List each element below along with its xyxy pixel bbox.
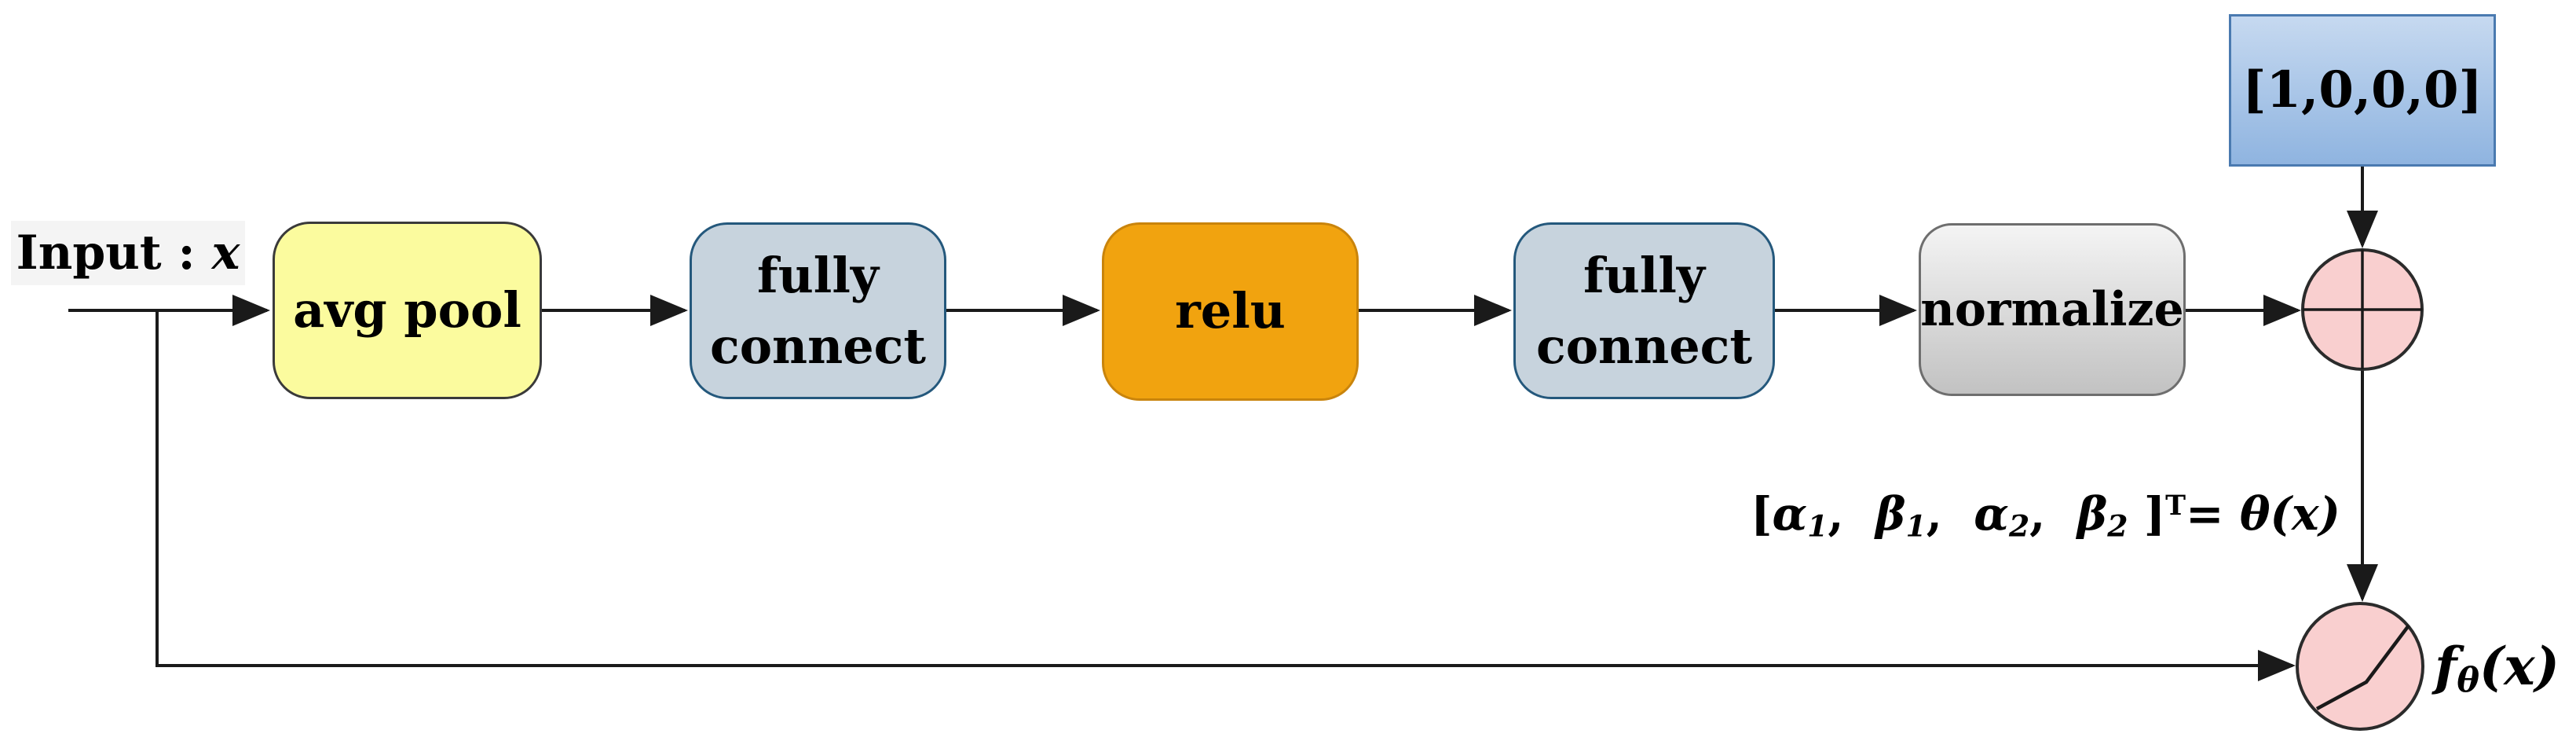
- fully-connect-box-1: fully connect: [690, 222, 946, 399]
- relu-label: relu: [1175, 282, 1286, 340]
- fully-connect-1-label: fully connect: [709, 246, 927, 375]
- theta-formula: [α1, β1, α2, β2 ]T= θ(x): [1751, 487, 2340, 544]
- output-label: fθ(x): [2435, 636, 2560, 701]
- fully-connect-2-label: fully connect: [1535, 246, 1753, 375]
- sum-node: [2301, 248, 2424, 371]
- onehot-label: [1,0,0,0]: [2242, 60, 2483, 119]
- input-label: Input : x: [11, 221, 245, 285]
- onehot-vector-box: [1,0,0,0]: [2229, 14, 2496, 167]
- normalize-label: normalize: [1920, 282, 2184, 337]
- relu-box: relu: [1102, 222, 1359, 401]
- activation-node: [2296, 602, 2424, 731]
- activation-curve-icon: [2315, 624, 2410, 710]
- avg-pool-box: avg pool: [273, 222, 542, 399]
- avg-pool-label: avg pool: [293, 281, 521, 339]
- normalize-box: normalize: [1919, 223, 2186, 396]
- fully-connect-box-2: fully connect: [1513, 222, 1775, 399]
